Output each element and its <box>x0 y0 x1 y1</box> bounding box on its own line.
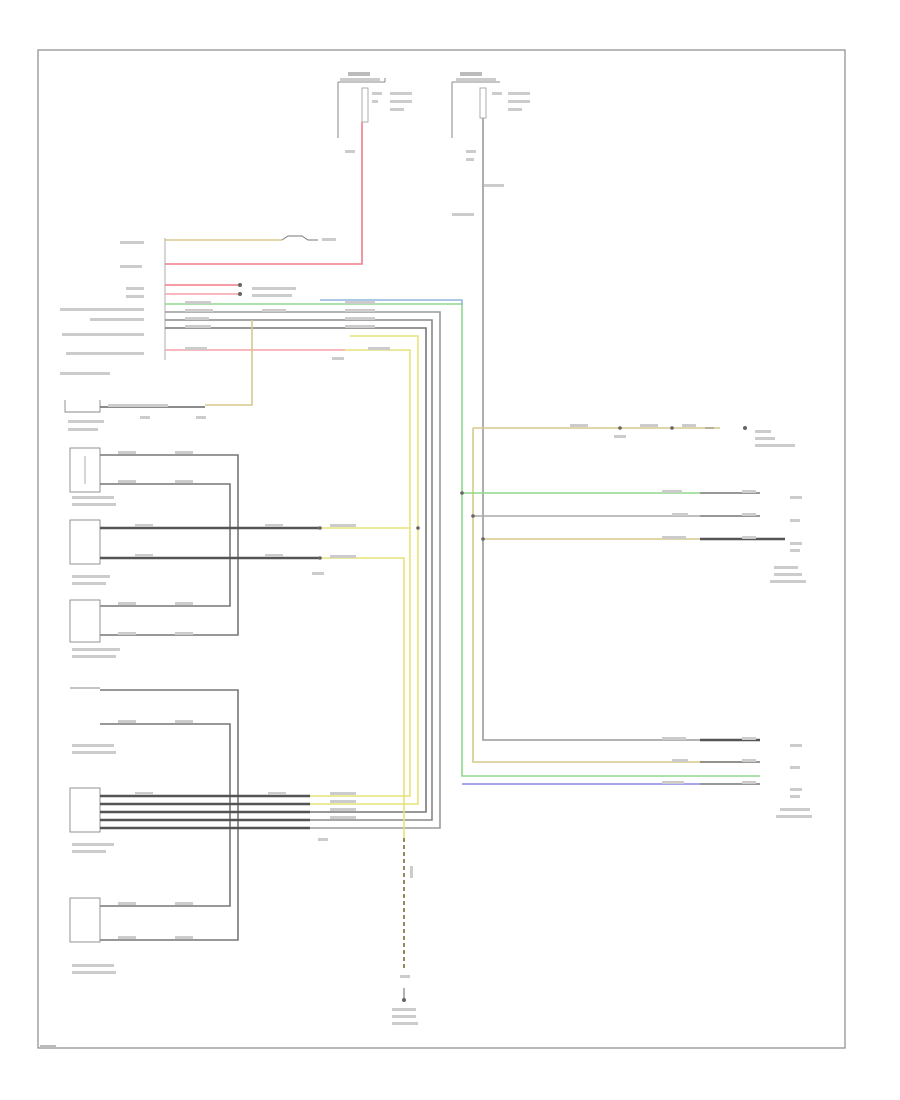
wire-gray-1 <box>165 311 441 829</box>
control-module-left <box>64 400 206 431</box>
left-seat-switch <box>69 447 239 636</box>
seat-heater-module <box>69 787 356 853</box>
wire-yellow-2 <box>310 349 411 797</box>
wire-labels-upper <box>185 301 390 360</box>
switch-icon <box>281 235 318 241</box>
wire-green <box>165 303 760 777</box>
splice-icon <box>618 426 674 430</box>
wire-blue <box>320 299 463 305</box>
wire-yellow-1 <box>310 335 419 805</box>
wire-gray-right-vertical <box>482 118 745 741</box>
diagram-frame <box>37 49 846 1049</box>
diagram-code-tag <box>40 1045 56 1048</box>
heated-seat-module <box>69 519 420 838</box>
right-cushion-heater <box>69 897 193 974</box>
right-seat-switch <box>69 599 193 658</box>
wire-tan-right-top <box>472 427 745 763</box>
connector-icon <box>238 283 242 287</box>
ground-icon <box>402 988 406 1002</box>
wire-tan-vertical <box>205 320 253 406</box>
control-unit-labels <box>60 238 166 375</box>
wire-red-supply <box>165 122 363 265</box>
wire-dark-1 <box>165 327 427 813</box>
left-cushion-heater <box>70 687 239 941</box>
fuse-box-left <box>337 72 412 138</box>
fuse-box-right <box>451 72 530 216</box>
wire-gray-2 <box>165 319 433 821</box>
